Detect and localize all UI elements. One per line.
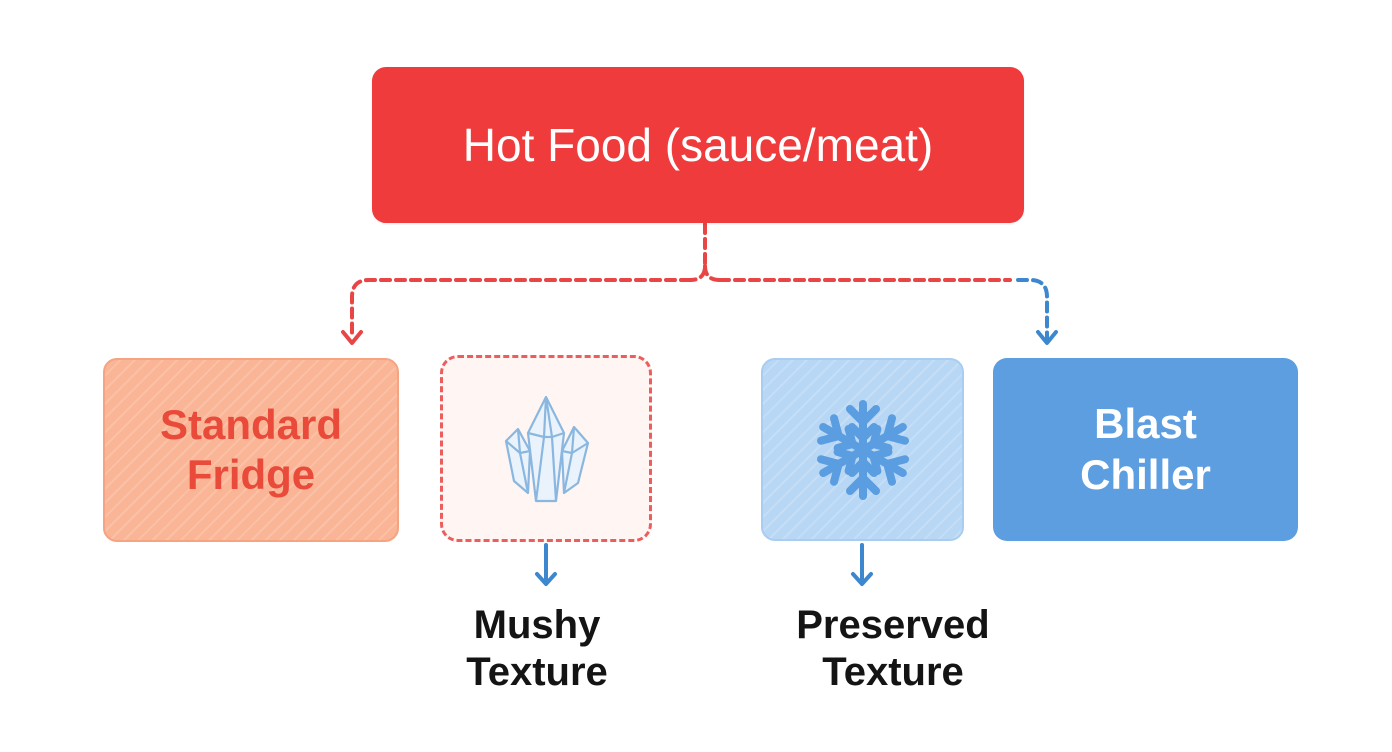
blast-chiller-label-line1: Blast — [1094, 400, 1197, 448]
mushy-texture-label: Mushy Texture — [437, 602, 637, 696]
standard-fridge-label-line1: Standard — [159, 400, 343, 448]
right-branch-connector — [703, 264, 1012, 282]
preserved-arrow — [851, 543, 873, 586]
blast-chiller-node: Blast Chiller — [993, 358, 1298, 541]
mushy-outcome-box — [440, 355, 652, 542]
trunk-connector — [688, 222, 707, 282]
right-branch-blue-connector — [1016, 278, 1049, 340]
hot-food-label: Hot Food (sauce/meat) — [462, 119, 934, 171]
blast-chiller-label-line2: Chiller — [1080, 450, 1211, 498]
standard-fridge-label-line2: Fridge — [186, 451, 316, 498]
standard-fridge-node: Standard Fridge — [103, 358, 399, 542]
chiller-arrowhead — [1036, 330, 1058, 345]
mushy-label-line1: Mushy — [473, 603, 601, 647]
hot-food-node: Hot Food (sauce/meat) — [372, 67, 1024, 223]
mushy-label-line2: Texture — [466, 650, 608, 695]
mushy-arrow — [535, 543, 557, 586]
fridge-arrowhead — [341, 330, 363, 345]
left-branch-connector — [350, 278, 692, 340]
preserved-texture-label: Preserved Texture — [773, 602, 1013, 696]
ice-crystal-icon — [504, 395, 590, 502]
preserved-outcome-box — [761, 358, 964, 541]
snowflake-icon — [811, 399, 915, 502]
preserved-label-line1: Preserved — [796, 603, 990, 647]
preserved-label-line2: Texture — [822, 650, 964, 695]
